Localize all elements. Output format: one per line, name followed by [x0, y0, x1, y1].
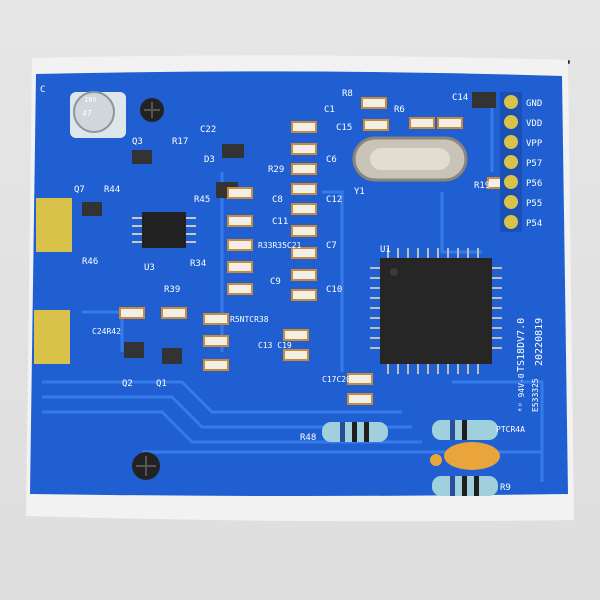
resistor-r48 [322, 422, 388, 442]
label-c11: C11 [272, 217, 288, 227]
label-r34: R34 [190, 259, 206, 269]
board-version-label: TS18DV7.0 [516, 318, 527, 372]
smd-components [82, 92, 496, 364]
pcb-tapestry: 47 10V [26, 55, 574, 522]
label-r33r35c21: R33R35C21 [258, 241, 302, 250]
pin-label-vdd: VDD [526, 119, 542, 129]
chip-u1 [370, 248, 502, 374]
ul-mark-label: ᴿᵁ 94V-0 [517, 373, 526, 412]
label-y1: Y1 [354, 187, 365, 197]
label-c10: C10 [326, 285, 342, 295]
label-c22: C22 [200, 125, 216, 135]
label-r17: R17 [172, 137, 188, 147]
solder-pad-2 [34, 310, 70, 364]
pin-label-p56: P56 [526, 179, 542, 189]
label-ptc-r4a: PTCR4A [496, 425, 525, 434]
label-c7: C7 [326, 241, 337, 251]
pin-label-p54: P54 [526, 219, 542, 229]
label-r8: R8 [342, 89, 353, 99]
pin-label-p57: P57 [526, 159, 542, 169]
label-u3: U3 [144, 263, 155, 273]
label-c17c20: C17C20 [322, 375, 351, 384]
label-r48: R48 [300, 433, 316, 443]
label-c6: C6 [326, 155, 337, 165]
ptc-thermistor [444, 442, 500, 470]
screw-top-slot [144, 102, 160, 118]
label-c1: C1 [324, 105, 335, 115]
label-q1: Q1 [156, 379, 167, 389]
ptc-lead [430, 454, 442, 466]
svg-text:47: 47 [82, 109, 92, 118]
label-q3: Q3 [132, 137, 143, 147]
label-c9: C9 [270, 277, 281, 287]
label-r6: R6 [394, 105, 405, 115]
label-r46: R46 [82, 257, 98, 267]
label-c8: C8 [272, 195, 283, 205]
pin-label-vpp: VPP [526, 139, 543, 149]
crystal-highlight [370, 148, 450, 170]
svg-text:10V: 10V [84, 96, 97, 104]
label-d3: D3 [204, 155, 215, 165]
label-c13c19: C13 C19 [258, 341, 292, 350]
pin-label-gnd: GND [526, 99, 542, 109]
label-u1: U1 [380, 245, 391, 255]
label-r29: R29 [268, 165, 284, 175]
solder-pad-1 [36, 198, 72, 252]
label-q7: Q7 [74, 185, 85, 195]
label-r19: R19 [474, 181, 490, 191]
board-date-label: 20220819 [534, 318, 545, 366]
label-r39: R39 [164, 285, 180, 295]
label-c24r42: C24R42 [92, 327, 121, 336]
screw-bottom-slot [136, 456, 156, 476]
ul-code-label: E533325 [531, 378, 540, 412]
label-r45: R45 [194, 195, 210, 205]
pin-label-p55: P55 [526, 199, 542, 209]
chip-u3 [132, 212, 196, 248]
label-r44: R44 [104, 185, 120, 195]
label-q2: Q2 [122, 379, 133, 389]
label-r9: R9 [500, 483, 511, 493]
label-c14: C14 [452, 93, 468, 103]
label-c15: C15 [336, 123, 352, 133]
resistor-r4a [432, 420, 498, 440]
resistor-r9 [432, 476, 498, 496]
programming-header [500, 92, 522, 232]
label-c12: C12 [326, 195, 342, 205]
capacitor-47uf: 47 10V [70, 91, 126, 138]
label-c: C [40, 85, 45, 95]
label-ntc-r38: R5NTCR38 [230, 315, 269, 324]
